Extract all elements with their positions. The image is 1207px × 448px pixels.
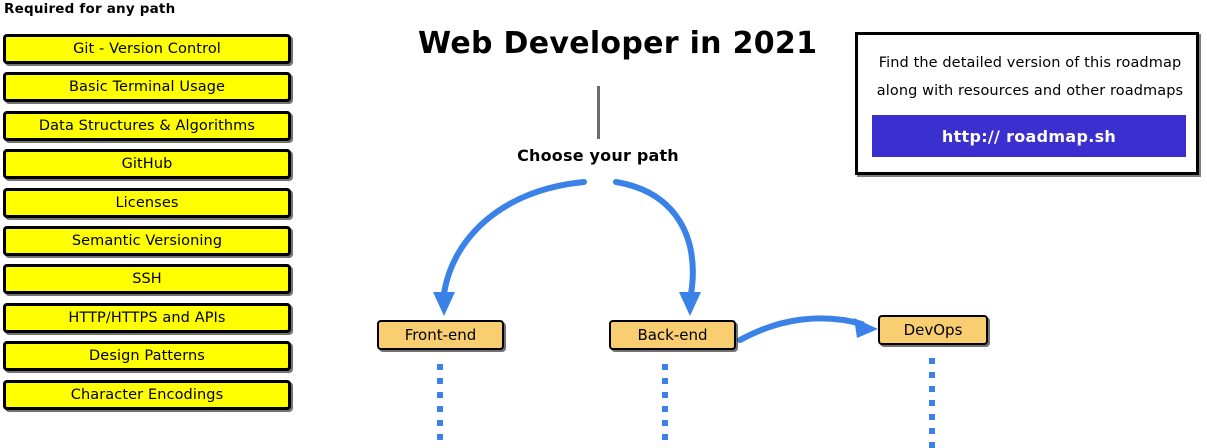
trail-dot <box>662 364 668 370</box>
skill-label: Basic Terminal Usage <box>68 79 226 96</box>
trail-dot <box>437 392 443 398</box>
arrow-to-backend <box>613 179 696 297</box>
trail-dot <box>929 386 935 392</box>
skill-label: Design Patterns <box>89 348 205 365</box>
trail-dot <box>662 378 668 384</box>
trail-dot <box>437 420 443 426</box>
skill-label: SSH <box>132 271 162 288</box>
page-title: Web Developer in 2021 <box>418 26 818 61</box>
skill-box[interactable]: Semantic Versioning <box>3 225 291 256</box>
trail-dot <box>929 372 935 378</box>
skill-box[interactable]: Licenses <box>3 187 291 218</box>
skill-box[interactable]: Basic Terminal Usage <box>3 72 291 103</box>
skill-label: Licenses <box>115 194 179 211</box>
trail-dot <box>929 414 935 420</box>
trail-dot <box>437 434 443 440</box>
trail-dot <box>437 406 443 412</box>
required-skills-list: Git - Version Control Basic Terminal Usa… <box>3 34 293 418</box>
trail-dot <box>437 364 443 370</box>
skill-label: HTTP/HTTPS and APIs <box>68 309 226 326</box>
required-skills-heading: Required for any path <box>4 1 176 17</box>
skill-box[interactable]: Git - Version Control <box>3 34 291 64</box>
skill-label: GitHub <box>121 156 173 173</box>
path-node-devops[interactable]: DevOps <box>878 315 988 345</box>
trail-dot <box>929 442 935 448</box>
skill-box[interactable]: Character Encodings <box>3 379 291 410</box>
trail-dot <box>662 392 668 398</box>
trail-dot <box>929 358 935 364</box>
trail-dot <box>437 378 443 384</box>
skill-label: Git - Version Control <box>73 41 221 57</box>
skill-box[interactable]: GitHub <box>3 149 291 180</box>
title-stem-line <box>597 86 600 139</box>
skill-box[interactable]: HTTP/HTTPS and APIs <box>3 302 291 333</box>
roadmap-link-button[interactable]: http:// roadmap.sh <box>872 115 1186 157</box>
skill-box[interactable]: SSH <box>3 264 291 295</box>
path-node-label: Front-end <box>404 326 477 344</box>
skill-label: Semantic Versioning <box>71 232 223 249</box>
trail-dot <box>662 406 668 412</box>
skill-box[interactable]: Design Patterns <box>3 341 291 372</box>
skill-box[interactable]: Data Structures & Algorithms <box>3 110 291 141</box>
path-node-label: Back-end <box>637 326 708 344</box>
skill-label: Character Encodings <box>70 386 224 403</box>
arrow-head-devops <box>854 318 878 338</box>
path-node-backend[interactable]: Back-end <box>609 320 736 350</box>
arrow-head-frontend <box>433 292 455 316</box>
roadmap-info-card: Find the detailed version of this roadma… <box>855 32 1199 175</box>
dotted-trail-backend <box>662 364 668 440</box>
required-skills-column: Required for any path Git - Version Cont… <box>0 0 300 436</box>
dotted-trail-frontend <box>437 364 443 440</box>
dotted-trail-devops <box>929 358 935 448</box>
arrow-to-frontend <box>441 179 587 297</box>
trail-dot <box>662 420 668 426</box>
arrow-backend-to-devops <box>737 315 865 343</box>
path-node-frontend[interactable]: Front-end <box>377 320 504 350</box>
roadmap-link-label: http:// roadmap.sh <box>941 126 1117 146</box>
arrow-head-backend <box>679 292 701 316</box>
skill-label: Data Structures & Algorithms <box>38 117 256 134</box>
path-node-label: DevOps <box>903 321 963 339</box>
trail-dot <box>929 428 935 434</box>
trail-dot <box>662 434 668 440</box>
info-card-line-2: along with resources and other roadmaps <box>876 83 1184 99</box>
info-card-line-1: Find the detailed version of this roadma… <box>878 55 1182 71</box>
choose-path-label: Choose your path <box>517 146 679 165</box>
trail-dot <box>929 400 935 406</box>
